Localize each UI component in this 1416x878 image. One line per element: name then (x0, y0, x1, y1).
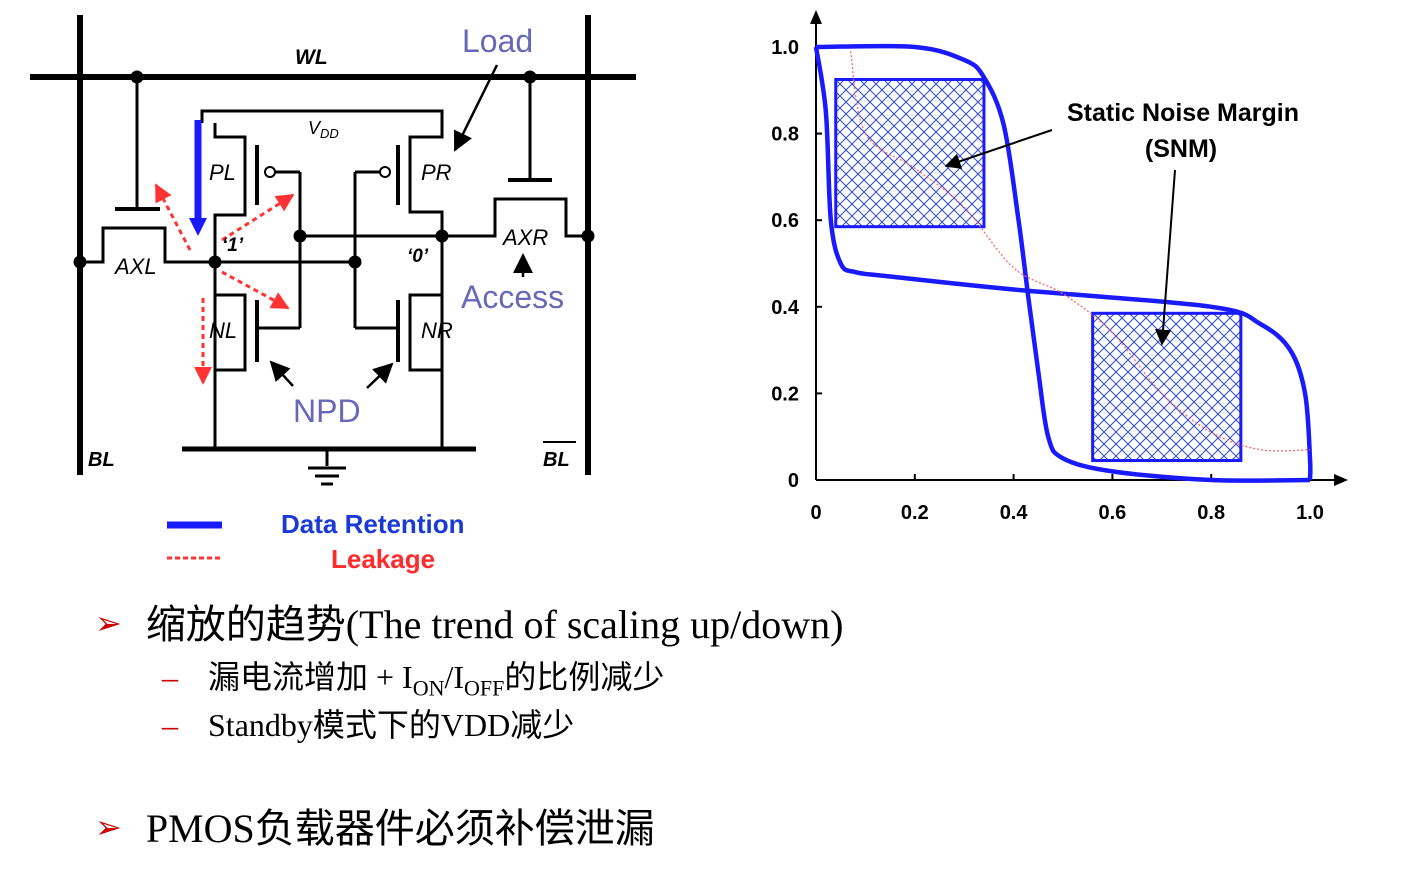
vdd-text: V (308, 118, 322, 138)
dash-marker: – (162, 659, 178, 695)
sub-1-on: ON (412, 675, 445, 701)
sub-1-b: 的比例减少 (504, 659, 665, 695)
series-line-1 (815, 43, 1311, 483)
y-tick-label: 0.6 (771, 210, 799, 232)
pr-label: PR (421, 160, 452, 185)
y-tick-label: 0 (788, 470, 799, 492)
bullet-arrow-icon: ➢ (95, 604, 122, 642)
vdd-label: VDD (308, 118, 339, 141)
x-tick-label: 0 (810, 502, 821, 524)
vdd-subscript: DD (320, 126, 339, 141)
pl-label: PL (209, 160, 236, 185)
legend-retention-label: Data Retention (281, 509, 464, 539)
nl-label: NL (209, 318, 237, 343)
axr-label: AXR (501, 225, 548, 250)
sub-bullet-1-text: 漏电流增加 + ION/IOFF的比例减少 (208, 659, 665, 700)
x-tick-label: 0.2 (901, 502, 929, 524)
y-tick-label: 0.2 (771, 383, 799, 405)
sub-bullet-2-text: Standby模式下的VDD减少 (208, 707, 575, 743)
node-left-label: ‘1’ (222, 235, 244, 256)
y-tick-label: 1.0 (771, 37, 799, 59)
series-line-2 (813, 46, 1313, 481)
axl-label: AXL (113, 254, 157, 279)
bl-label: BL (88, 449, 115, 471)
legend-leakage-label: Leakage (331, 544, 435, 574)
access-label: Access (461, 279, 564, 315)
series-line-3 (849, 51, 1311, 452)
sub-bullet-2: – Standby模式下的VDD减少 (162, 700, 574, 746)
bullet-1: ➢ 缩放的趋势(The trend of scaling up/down) (95, 592, 843, 650)
nr-label: NR (421, 318, 453, 343)
sram-circuit (30, 15, 636, 486)
sub-1-slash: /I (444, 659, 465, 695)
sub-1-a: 漏电流增加 + I (208, 659, 413, 695)
y-axis-arrowhead (810, 10, 822, 24)
legend: Data Retention Leakage (167, 509, 464, 574)
dash-marker: – (162, 707, 178, 743)
x-tick-label: 1.0 (1296, 502, 1324, 524)
annotation-arrows (269, 64, 533, 389)
bullet-2: ➢ PMOS负载器件必须补偿泄漏 (95, 796, 655, 854)
snm-box-1 (834, 77, 986, 229)
x-tick-label: 0.6 (1098, 502, 1126, 524)
y-tick-label: 0.4 (771, 297, 800, 319)
data-retention-arrow (189, 120, 207, 236)
x-tick-label: 0.4 (1000, 502, 1029, 524)
bullet-arrow-icon: ➢ (95, 808, 122, 846)
npd-label: NPD (293, 393, 361, 429)
sub-1-off: OFF (464, 675, 505, 701)
snm-annotation-line1: Static Noise Margin (1067, 99, 1299, 127)
load-label: Load (462, 23, 533, 59)
bullet-2-text: PMOS负载器件必须补偿泄漏 (145, 806, 655, 851)
wl-label: WL (295, 46, 328, 69)
y-tick-label: 0.8 (771, 124, 799, 146)
bullet-1-text: 缩放的趋势(The trend of scaling up/down) (145, 602, 844, 647)
blb-label: BL (543, 449, 570, 471)
x-tick-label: 0.8 (1197, 502, 1225, 524)
leakage-arrows (154, 183, 295, 385)
sub-bullet-1: – 漏电流增加 + ION/IOFF的比例减少 (162, 652, 664, 701)
snm-pointer-2 (1155, 169, 1176, 346)
node-right-label: ‘0’ (407, 246, 429, 267)
snm-pointer-1 (944, 129, 1053, 169)
x-axis-arrowhead (1334, 474, 1348, 486)
snm-annotation-line2: (SNM) (1145, 135, 1217, 163)
